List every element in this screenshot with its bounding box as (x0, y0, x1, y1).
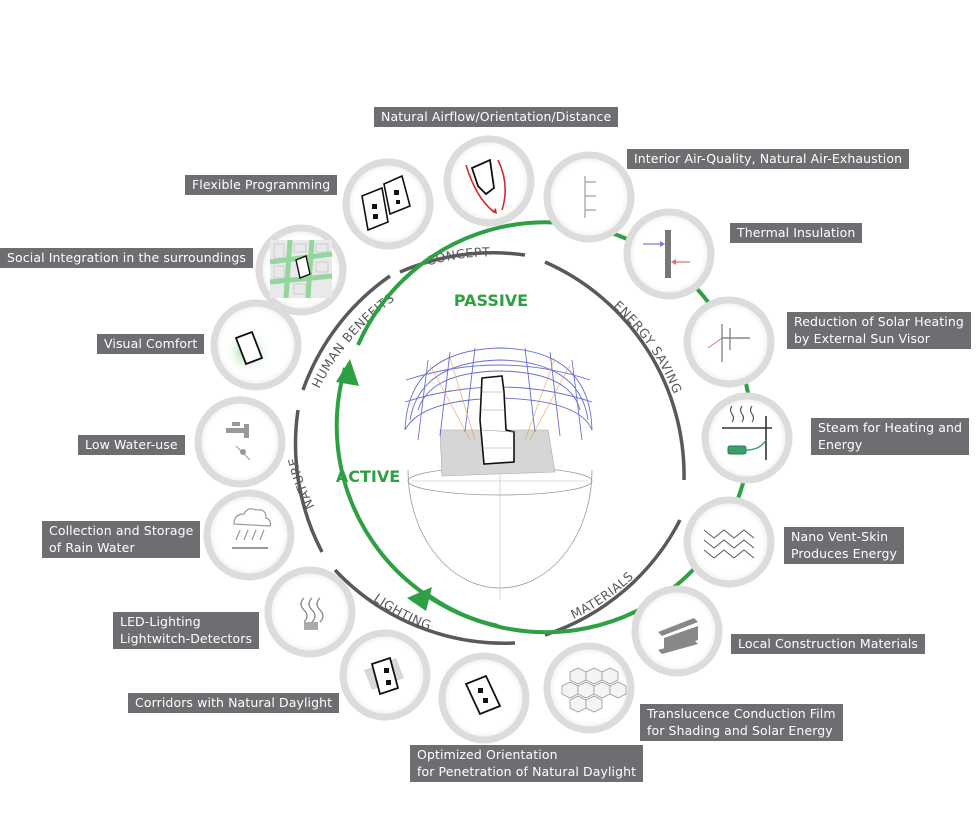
site-plan-icon (269, 239, 333, 299)
arc-human-benefits (301, 274, 391, 391)
label-corridors: Corridors with Natural Daylight (128, 693, 340, 713)
arc-materials (544, 519, 682, 637)
light-bulb-icon (300, 597, 324, 630)
label-interior-air: Interior Air-Quality, Natural Air-Exhaus… (627, 149, 910, 169)
arc-lighting (333, 568, 516, 645)
thermal-insulation-icon (643, 230, 690, 278)
hexagon-film-icon (561, 667, 627, 713)
steam-icon (722, 405, 772, 460)
active-arrow-head (336, 359, 359, 386)
circle-solar-heating (683, 296, 775, 388)
segment-nature: NATURE (285, 456, 317, 512)
label-low-water: Low Water-use (78, 435, 185, 455)
corridor-plan-icon (364, 656, 404, 696)
circle-interior-air (543, 151, 635, 243)
orientation-plan-icon (464, 674, 502, 716)
label-thermal-insulation: Thermal Insulation (730, 223, 863, 243)
visual-comfort-icon (224, 328, 272, 372)
flexible-plan-icon (361, 174, 411, 232)
circle-local-materials (631, 585, 723, 677)
arc-nature (293, 409, 324, 553)
air-exhaust-icon (584, 176, 596, 218)
i-beam-icon (658, 618, 698, 654)
circle-low-water (194, 396, 286, 488)
circle-rain-water (203, 489, 295, 581)
airflow-icon (465, 158, 506, 214)
label-flexible-programming: Flexible Programming (185, 175, 338, 195)
passive-label: PASSIVE (454, 291, 528, 310)
passive-arrow-head (407, 587, 432, 611)
circle-steam (701, 392, 793, 484)
circle-led-lighting (264, 566, 356, 658)
label-social-integration: Social Integration in the surroundings (0, 248, 254, 268)
arc-concept (399, 251, 526, 274)
nano-vent-icon (703, 529, 755, 559)
circle-nano-vent (683, 496, 775, 588)
sun-visor-icon (707, 324, 750, 362)
segment-energy-saving: ENERGY SAVING (611, 298, 685, 396)
label-natural-airflow: Natural Airflow/Orientation/Distance (374, 107, 619, 127)
segment-arcs (293, 251, 686, 645)
rain-cloud-icon (232, 508, 272, 549)
central-building-model (404, 347, 593, 600)
building-tower (479, 375, 515, 465)
active-label: ACTIVE (336, 467, 400, 486)
water-tap-icon (226, 422, 251, 461)
label-visual-comfort: Visual Comfort (97, 334, 205, 354)
label-local-materials: Local Construction Materials (731, 634, 926, 654)
active-arc (334, 367, 499, 628)
arc-energy-saving (544, 260, 686, 481)
